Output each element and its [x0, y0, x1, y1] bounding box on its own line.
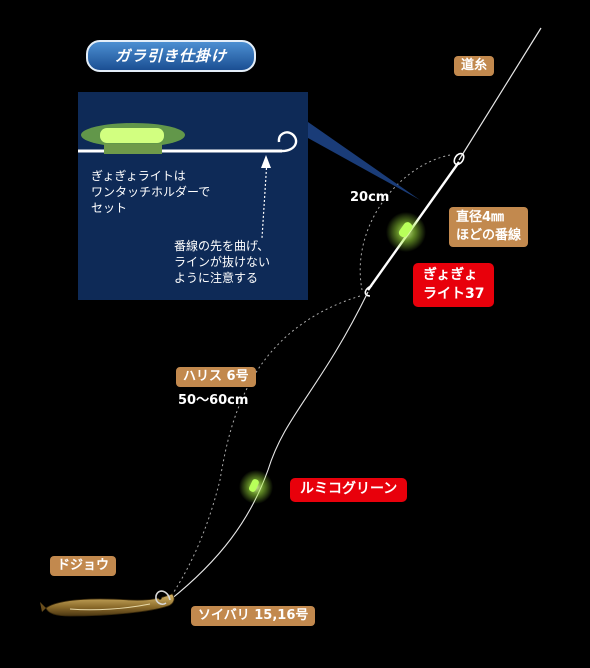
inset-pointer	[308, 122, 420, 200]
label-distance-20cm: 20cm	[350, 190, 390, 205]
soibari-hook	[155, 590, 171, 605]
dojou-fish	[40, 593, 175, 617]
distance-arc-50-60cm	[169, 295, 361, 599]
label-hook: ソイバリ 15,16号	[191, 606, 316, 627]
label-harisu-length: 50〜60cm	[178, 393, 249, 408]
wire-top-loop	[453, 152, 465, 166]
inset-panel	[78, 92, 308, 300]
gyogyo-light	[398, 222, 413, 238]
label-lumiko-green: ルミコグリーン	[290, 478, 408, 502]
harisu-line	[169, 291, 369, 601]
label-harisu: ハリス 6号	[176, 367, 256, 388]
lumiko-green	[249, 479, 259, 492]
wire-bottom-hook	[364, 285, 373, 297]
inset-note-wire: 番線の先を曲げ、 ラインが抜けない ように注意する	[174, 239, 271, 286]
label-gyogyo-light: ぎょぎょ ライト37	[413, 263, 495, 307]
diagram-title: ガラ引き仕掛け	[86, 40, 256, 72]
inset-note-holder: ぎょぎょライトは ワンタッチホルダーで セット	[91, 169, 211, 216]
label-dojou: ドジョウ	[50, 556, 117, 577]
label-wire: 直径4㎜ ほどの番線	[449, 207, 529, 248]
label-michiito: 道糸	[454, 56, 495, 77]
main-line	[458, 27, 542, 161]
